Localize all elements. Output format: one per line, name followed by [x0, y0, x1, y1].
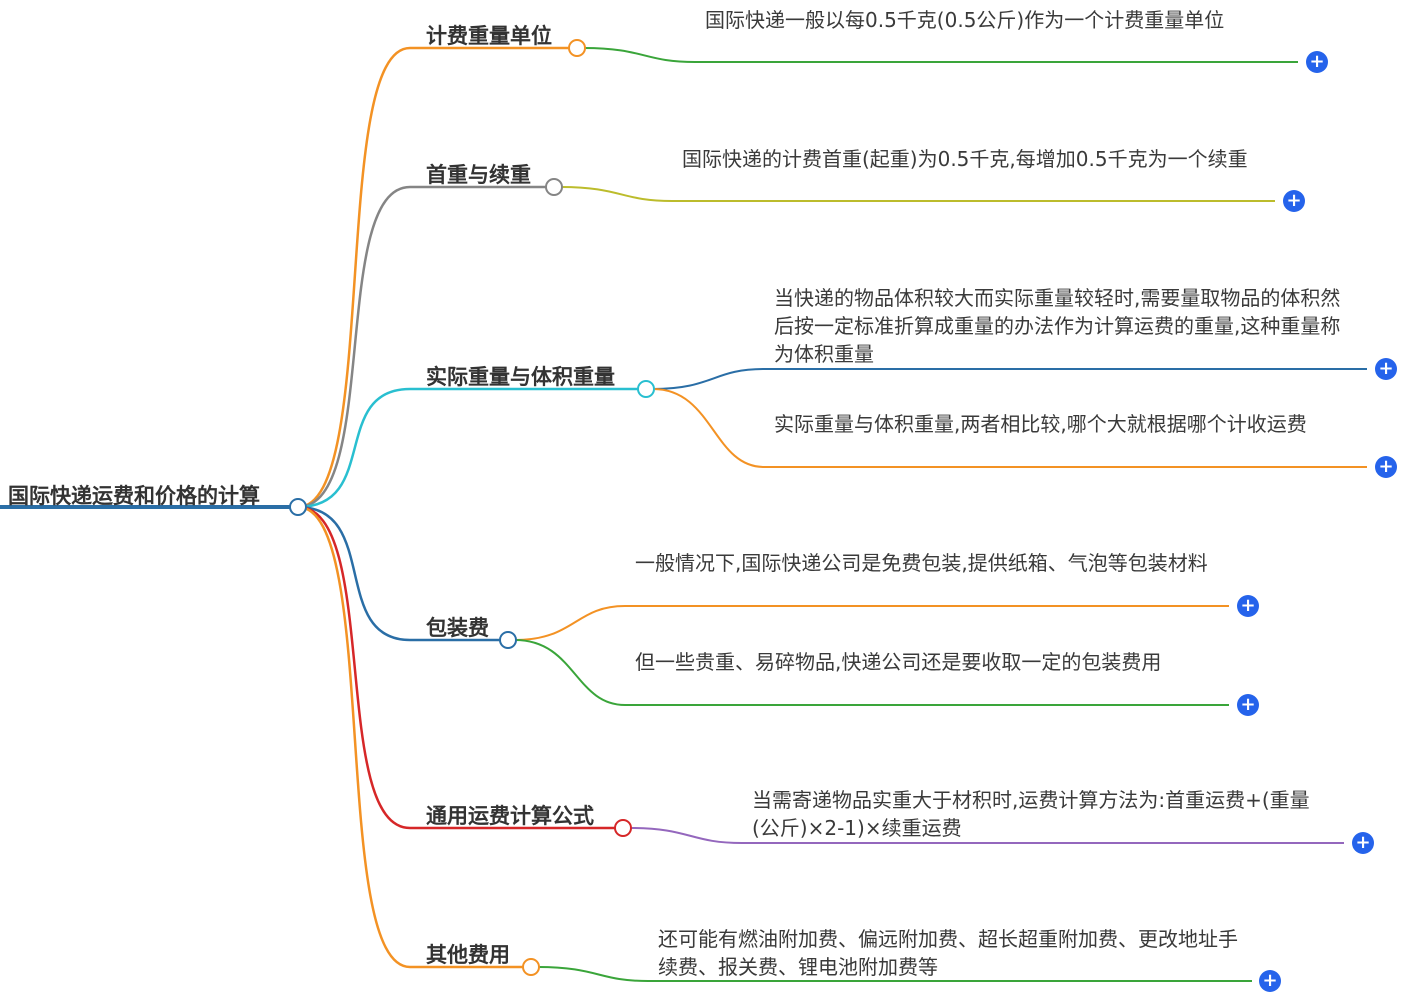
edge-b5-leaf-0	[629, 827, 1344, 844]
expand-b2-0-plus-icon[interactable]: +	[1283, 190, 1305, 212]
leaf-text-b3-1[interactable]: 实际重量与体积重量,两者相比较,哪个大就根据哪个计收运费	[774, 412, 1307, 436]
branch-label-b3[interactable]: 实际重量与体积重量	[426, 365, 615, 389]
branch-node-b4-collapse-icon[interactable]	[499, 631, 517, 649]
branch-label-b4[interactable]: 包装费	[426, 616, 489, 640]
branch-label-b1[interactable]: 计费重量单位	[426, 24, 552, 48]
leaf-text-b1-0[interactable]: 国际快递一般以每0.5千克(0.5公斤)作为一个计费重量单位	[705, 8, 1225, 32]
edge-root-to-b4	[297, 505, 508, 642]
branch-node-b3-collapse-icon[interactable]	[637, 380, 655, 398]
leaf-text-b5-0[interactable]: 当需寄递物品实重大于材积时,运费计算方法为:首重运费+(重量(公斤)×2-1)×…	[752, 788, 1310, 840]
edge-root-to-b5	[297, 505, 623, 830]
expand-b6-0-plus-icon[interactable]: +	[1259, 970, 1281, 992]
edge-b1-leaf-0	[583, 47, 1298, 63]
edge-b4-leaf-1	[514, 639, 1229, 706]
leaf-text-b4-0[interactable]: 一般情况下,国际快递公司是免费包装,提供纸箱、气泡等包装材料	[635, 551, 1208, 575]
edge-b2-leaf-0	[560, 186, 1275, 202]
edge-root-to-b1	[297, 46, 577, 509]
edge-b3-leaf-1	[652, 388, 1367, 468]
branch-label-b5[interactable]: 通用运费计算公式	[426, 804, 594, 828]
leaf-text-b2-0[interactable]: 国际快递的计费首重(起重)为0.5千克,每增加0.5千克为一个续重	[682, 147, 1248, 171]
branch-node-b1-collapse-icon[interactable]	[568, 39, 586, 57]
edge-b6-leaf-0	[537, 966, 1252, 982]
root-topic-label[interactable]: 国际快递运费和价格的计算	[8, 484, 260, 508]
edge-b3-leaf-0	[652, 368, 1367, 390]
edge-root-to-b3	[297, 387, 646, 509]
leaf-text-b3-0[interactable]: 当快递的物品体积较大而实际重量较轻时,需要量取物品的体积然后按一定标准折算成重量…	[774, 286, 1341, 366]
edge-b4-leaf-0	[514, 605, 1229, 641]
root-node-collapse-icon[interactable]	[289, 498, 307, 516]
branch-node-b2-collapse-icon[interactable]	[545, 178, 563, 196]
leaf-text-b4-1[interactable]: 但一些贵重、易碎物品,快递公司还是要收取一定的包装费用	[635, 650, 1162, 674]
edge-root-to-b6	[297, 505, 531, 969]
leaf-text-b6-0[interactable]: 还可能有燃油附加费、偏远附加费、超长超重附加费、更改地址手续费、报关费、锂电池附…	[658, 927, 1238, 979]
branch-label-b2[interactable]: 首重与续重	[426, 163, 531, 187]
branch-node-b5-collapse-icon[interactable]	[614, 819, 632, 837]
expand-b5-0-plus-icon[interactable]: +	[1352, 832, 1374, 854]
expand-b1-0-plus-icon[interactable]: +	[1306, 51, 1328, 73]
edge-root-to-b2	[297, 185, 554, 509]
expand-b4-0-plus-icon[interactable]: +	[1237, 595, 1259, 617]
branch-node-b6-collapse-icon[interactable]	[522, 958, 540, 976]
expand-b3-0-plus-icon[interactable]: +	[1375, 358, 1397, 380]
expand-b3-1-plus-icon[interactable]: +	[1375, 456, 1397, 478]
expand-b4-1-plus-icon[interactable]: +	[1237, 694, 1259, 716]
branch-label-b6[interactable]: 其他费用	[426, 943, 510, 967]
